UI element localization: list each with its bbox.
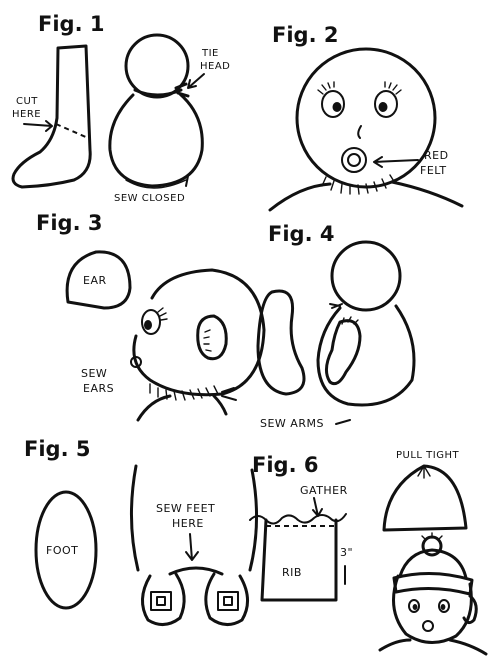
- fig4-arm-stitch: [341, 316, 359, 325]
- fig5-left-foot-pad-outer: [150, 591, 172, 611]
- fig5-left-foot: [141, 572, 186, 626]
- fig3-tie: [221, 387, 237, 401]
- fig2-shoulders: [268, 180, 464, 212]
- sew-closed-arrow-icon: [185, 175, 189, 187]
- fig4-body: [316, 304, 416, 407]
- fig6-head: [392, 574, 473, 644]
- felt-label: FELT: [420, 164, 447, 177]
- fig1-head: [124, 33, 190, 99]
- fig2-right-eye: [374, 90, 398, 118]
- fig6-right-eye: [438, 599, 450, 613]
- fig5-right-foot-pad-inner: [223, 596, 233, 606]
- figure-2-title: Fig. 2: [272, 23, 338, 47]
- pull-tight-label: PULL TIGHT: [396, 450, 459, 461]
- hat-shape: [382, 464, 468, 532]
- red-felt-arrow-icon: [373, 156, 419, 168]
- rib-label: RIB: [282, 566, 302, 579]
- fig6-left-pupil: [412, 604, 418, 610]
- fig5-right-foot: [204, 572, 249, 626]
- figure-6-title: Fig. 6: [252, 453, 318, 477]
- fig2-head: [295, 47, 437, 189]
- fig1-body: [108, 92, 204, 188]
- fig4-head: [330, 240, 402, 312]
- length-label: 3": [340, 546, 353, 559]
- ears-label: EARS: [83, 382, 114, 395]
- figure-3-title: Fig. 3: [36, 211, 102, 235]
- figure-4: Fig. 4 SEW ARMS: [256, 222, 416, 430]
- ear-label: EAR: [83, 274, 107, 287]
- foot-label: FOOT: [46, 544, 78, 557]
- fig2-left-lashes: [317, 81, 335, 95]
- fig4-neck-tie: [329, 303, 343, 309]
- fig5-feet-line: [168, 566, 224, 576]
- fig3-ear-stitch: [203, 329, 212, 352]
- fig3-lashes: [157, 307, 168, 321]
- figure-4-title: Fig. 4: [268, 222, 334, 246]
- cut-label: CUT: [16, 96, 38, 107]
- fig2-mouth-outer: [341, 147, 367, 173]
- fig6-shoulders: [378, 638, 488, 656]
- figure-5-title: Fig. 5: [24, 437, 90, 461]
- fig2-left-pupil: [332, 102, 342, 112]
- fig5-here-label: HERE: [172, 517, 204, 530]
- fig6-hat-brim: [392, 571, 474, 596]
- gather-arrow-icon: [312, 497, 323, 517]
- fig3-mouth: [130, 356, 142, 368]
- sew-closed-label: SEW CLOSED: [114, 193, 185, 204]
- fig3-shoulders: [136, 394, 228, 422]
- fig3-ear: [196, 314, 228, 361]
- fig6-pompom-tufts: [421, 532, 443, 541]
- fig3-eye: [141, 309, 161, 335]
- fig6-left-eye: [408, 599, 420, 613]
- fig1-sewn-bottom: [125, 179, 187, 189]
- fig3-neck-gather: [149, 383, 219, 401]
- fig2-nose: [357, 125, 362, 139]
- fig4-arm: [325, 319, 362, 386]
- fig5-left-foot-pad-inner: [156, 596, 166, 606]
- sew-arms-label: SEW ARMS: [260, 417, 324, 430]
- fig6-ear: [462, 594, 478, 625]
- fig3-head: [132, 268, 266, 397]
- figure-1: Fig. 1 CUT HERE TIE HEAD SEW CLOSED: [11, 12, 230, 204]
- fig2-neck-gather: [321, 174, 396, 195]
- sew-feet-arrow-icon: [185, 533, 199, 561]
- sock-cut-line: [55, 123, 89, 139]
- head-label: HEAD: [200, 61, 230, 72]
- rib-rectangle: [260, 518, 338, 602]
- foot-pattern: [34, 490, 98, 610]
- fig6-hat-top: [398, 548, 468, 580]
- red-label: RED: [424, 149, 449, 162]
- fig2-mouth-inner: [347, 153, 361, 167]
- fig6-mouth: [422, 620, 434, 632]
- sew-label: SEW: [81, 367, 107, 380]
- here-label: HERE: [12, 109, 41, 120]
- fig5-body: [129, 464, 259, 572]
- sock-outline: [11, 44, 92, 189]
- fig2-right-lashes: [384, 81, 402, 95]
- gather-label: GATHER: [300, 484, 348, 497]
- fig3-pupil: [144, 320, 152, 330]
- ear-pattern: [65, 250, 132, 310]
- sew-feet-label: SEW FEET: [156, 502, 215, 515]
- fig5-right-foot-pad-outer: [217, 591, 239, 611]
- cut-arrow-icon: [23, 120, 53, 132]
- tie-label: TIE: [201, 48, 219, 59]
- fig6-right-pupil: [440, 604, 446, 610]
- fig2-left-eye: [321, 90, 345, 118]
- rib-gather-stitch: [249, 513, 347, 525]
- hat-gather-lines: [417, 465, 431, 479]
- tie-arrow-icon: [187, 73, 205, 89]
- fig2-right-pupil: [378, 102, 388, 112]
- figure-3: Fig. 3 EAR SEW EARS: [36, 211, 266, 422]
- arm-pattern: [256, 289, 306, 396]
- figure-2: Fig. 2 RED FELT: [268, 23, 464, 212]
- figure-1-title: Fig. 1: [38, 12, 104, 36]
- figure-5: Fig. 5 FOOT SEW FEET HERE: [24, 437, 259, 626]
- figure-6: Fig. 6 GATHER RIB 3" PULL TIGHT: [249, 450, 488, 656]
- sew-arms-arrow-icon: [335, 419, 351, 425]
